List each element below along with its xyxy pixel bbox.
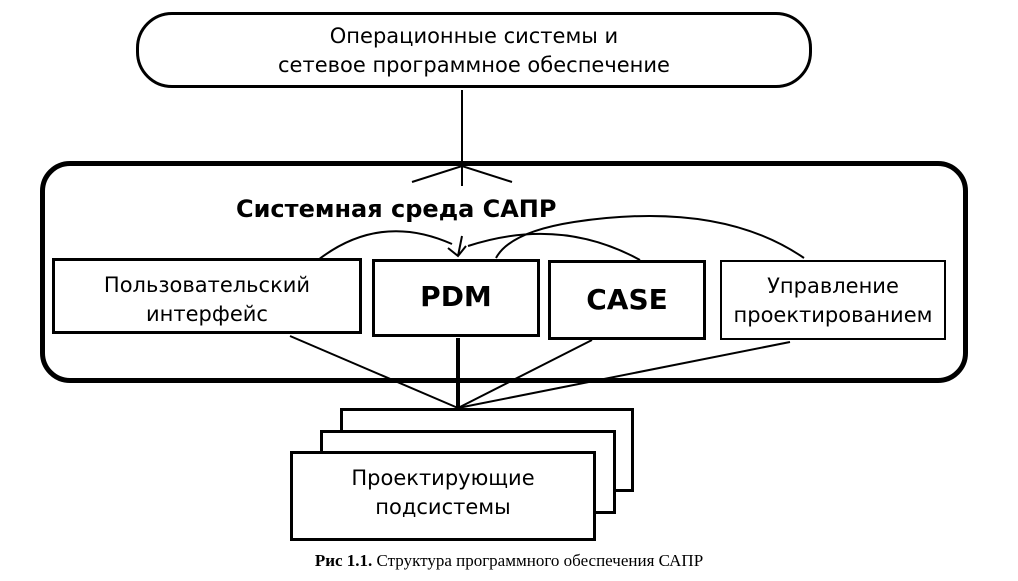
env-arrowhead <box>411 164 513 183</box>
os-node-label: Операционные системы и сетевое программн… <box>136 22 812 80</box>
pm-pdm-arc <box>495 215 805 259</box>
figure-caption: Рис 1.1. Структура программного обеспече… <box>0 551 1018 571</box>
project-management-line2: проектированием <box>733 303 933 327</box>
system-environment-container <box>40 161 968 383</box>
subsystems-label: Проектирующие подсистемы <box>293 464 593 522</box>
os-node <box>136 12 812 88</box>
pm-converge-line <box>457 341 791 409</box>
system-environment-title: Системная среда САПР <box>236 195 557 223</box>
project-management-line1: Управление <box>767 274 899 298</box>
pdm-module: PDM <box>372 259 540 337</box>
pdm-arrow <box>447 235 467 258</box>
caption-text: Структура программного обеспечения САПР <box>376 551 704 570</box>
user-interface-line2: интерфейс <box>146 302 268 326</box>
case-pdm-arc <box>467 232 641 261</box>
case-label: CASE <box>586 283 668 316</box>
subsystems-line2: подсистемы <box>375 495 511 519</box>
case-converge-line <box>457 339 593 409</box>
ui-pdm-arc <box>317 230 453 261</box>
user-interface-line1: Пользовательский <box>103 273 311 297</box>
pdm-label: PDM <box>420 280 492 313</box>
subsystems-line1: Проектирующие <box>351 466 535 490</box>
os-node-line2: сетевое программное обеспечение <box>278 53 670 77</box>
user-interface-module: Пользовательский интерфейс <box>52 258 362 334</box>
case-module: CASE <box>548 260 706 340</box>
user-interface-label: Пользовательский интерфейс <box>55 271 359 329</box>
subsystems-node: Проектирующие подсистемы <box>290 451 596 541</box>
project-management-label: Управление проектированием <box>722 272 944 330</box>
os-node-line1: Операционные системы и <box>329 24 619 48</box>
project-management-module: Управление проектированием <box>720 260 946 340</box>
caption-number: Рис 1.1. <box>314 551 373 570</box>
ui-converge-line <box>289 335 459 409</box>
